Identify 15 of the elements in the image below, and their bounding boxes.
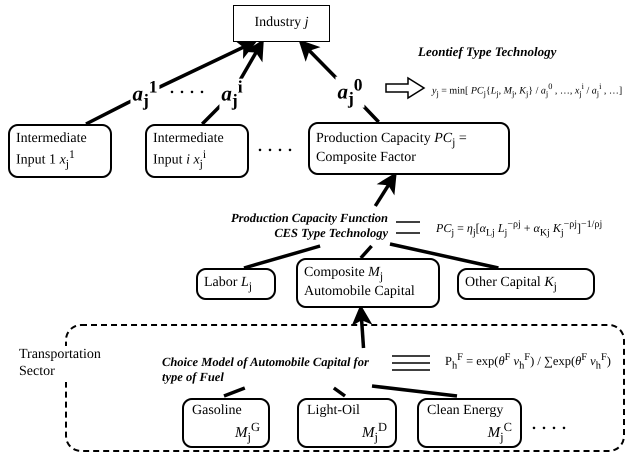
function-label: Production Capacity Function CES Type Technology bbox=[206, 206, 390, 246]
process-box: Other Capital K$_{j}$ bbox=[457, 268, 595, 300]
process-box: Labor L$_{j}$ bbox=[196, 268, 276, 300]
arrow bbox=[374, 172, 397, 207]
process-box: Production Capacity PC$_{j}$ = Composite Factor bbox=[308, 122, 510, 175]
heading: Leontief Type Technology bbox=[418, 44, 556, 60]
function-label: Choice Model of Automobile Capital for type of Fuel bbox=[162, 350, 374, 390]
process-box: Composite M$_{j}$ Automobile Capital bbox=[296, 258, 440, 308]
ellipsis: . . . . bbox=[258, 138, 293, 156]
formula: PC$_{j}$ = η$_{j}$[α$_{Lj}$ L$_{j}$$^{−ρj}$ + α$_{Kj}$ K$_{j}$$^{−ρj}$]$^{−1/ρj}$ bbox=[436, 219, 602, 238]
industry-box: Industry j bbox=[233, 5, 330, 42]
formula: y$_{j}$ = min[ PC$_{j}${L$_{j}$, M$_{j}$, K$_{j}$} / a$_{j}$$^{0}$ , …, x$_{j}$$^{i}$ / a$_{j}$$^{i}$ , …] bbox=[432, 82, 622, 98]
ellipsis: . . . . bbox=[170, 80, 205, 98]
formula: P$_{h}$$^{F}$ = exp(θ$^{F}$ ν$_{h}$$^{F}$) / ∑exp(θ$^{F}$ ν$_{h}$$^{F}$) bbox=[445, 352, 611, 372]
ellipsis: . . . . bbox=[532, 416, 567, 434]
